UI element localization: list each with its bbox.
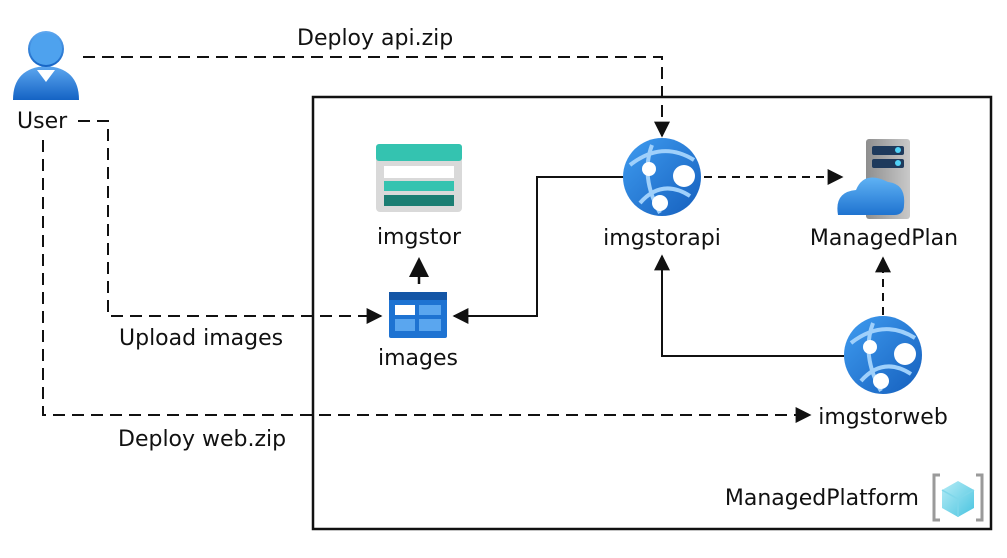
connector-deploy-api [83,56,670,138]
user-icon [13,31,79,100]
user-label: User [17,109,68,134]
imgstorapi-label: imgstorapi [603,226,721,251]
upload-images-label: Upload images [119,326,283,351]
imgstor-label: imgstor [377,225,462,250]
deploy-web-label: Deploy web.zip [118,427,286,452]
resource-group-icon [932,473,984,522]
app-service-plan-icon [837,139,910,219]
images-label: images [378,346,458,371]
deploy-api-label: Deploy api.zip [297,26,453,51]
connector-web-to-api [654,254,844,357]
connector-api-to-images [452,176,624,324]
web-app-icon-imgstorapi [623,138,701,216]
imgstorweb-label: imgstorweb [818,405,948,430]
connector-deploy-web [42,140,812,423]
managed-platform-label: ManagedPlatform [725,486,919,511]
web-app-icon-imgstorweb [844,316,922,394]
managed-plan-label: ManagedPlan [810,226,958,251]
connector-upload-images [78,120,383,324]
blob-container-icon [389,292,447,338]
storage-account-icon [376,144,462,212]
managed-platform-boundary [311,95,993,531]
